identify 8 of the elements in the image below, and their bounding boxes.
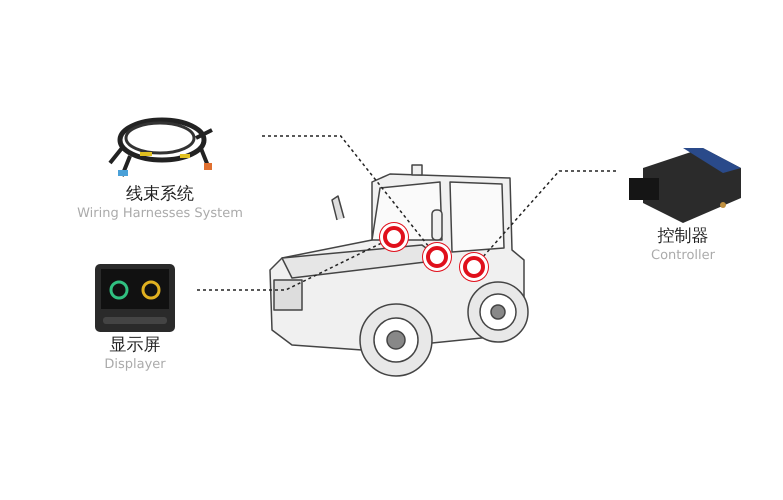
component-title: 显示屏 [110,334,160,356]
component-subtitle: Wiring Harnesses System [77,205,243,223]
component-subtitle: Displayer [104,356,166,374]
component-subtitle: Controller [651,247,715,265]
leader-line [197,242,381,291]
component-title: 线束系统 [126,183,194,205]
leader-line [483,170,616,256]
component-title: 控制器 [658,225,708,247]
